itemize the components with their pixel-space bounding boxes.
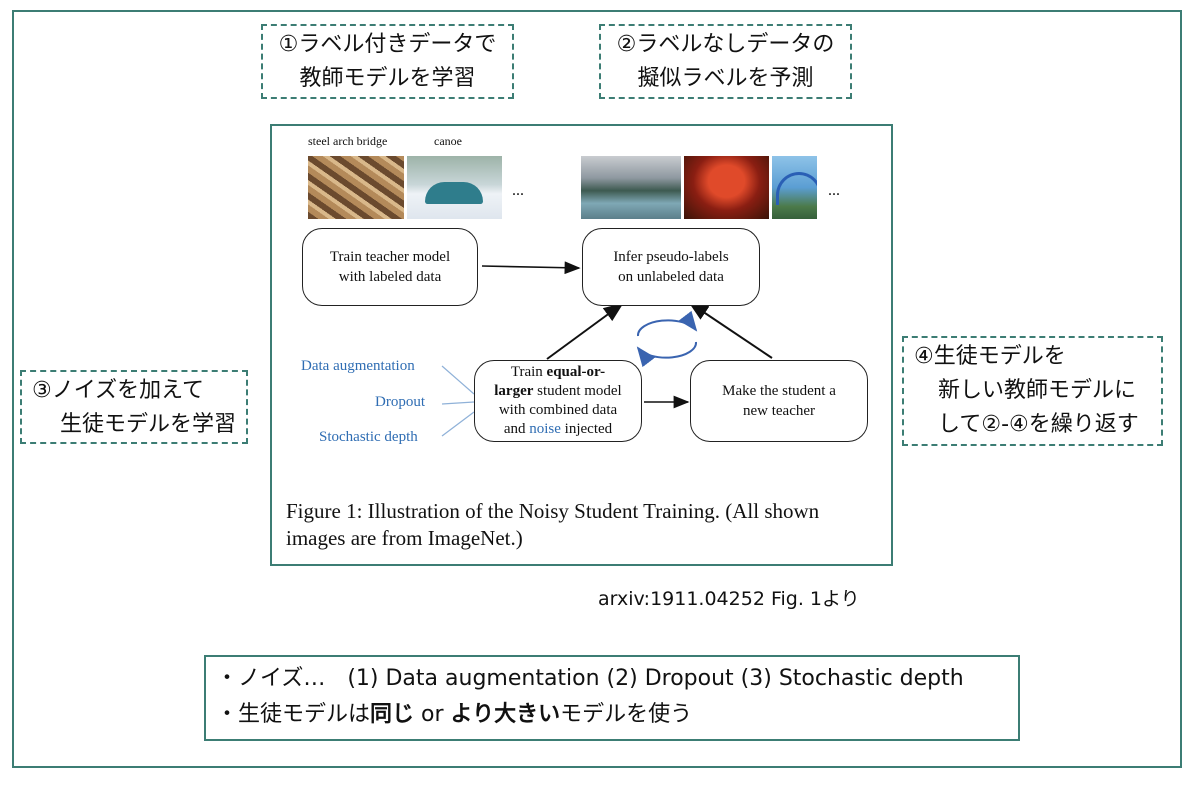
- figure-caption: Figure 1: Illustration of the Noisy Stud…: [286, 499, 820, 550]
- noise-line-augmentation: [441, 365, 475, 395]
- theater-image: [684, 156, 769, 219]
- notes-box: ・ノイズ… (1) Data augmentation (2) Dropout …: [204, 655, 1020, 741]
- infer-line2: on unlabeled data: [618, 269, 724, 285]
- step2-box: ②ラベルなしデータの 擬似ラベルを予測: [599, 24, 852, 99]
- step3-line1: ③ノイズを加えて: [32, 378, 204, 403]
- make-line1: Make the student a: [722, 383, 836, 399]
- arrow-teacher-to-infer: [481, 261, 581, 275]
- make-line2: new teacher: [742, 403, 816, 419]
- step1-line1: ①ラベル付きデータで: [278, 32, 497, 57]
- noise-label-dropout: Dropout: [375, 394, 425, 410]
- arch-bridge-blue-image: [772, 156, 817, 219]
- student-rest: student model: [533, 383, 622, 399]
- flow-arrows: [441, 261, 773, 437]
- teacher-line1: Train teacher model: [329, 249, 451, 265]
- notes-line2: ・生徒モデルは同じ or より大きいモデルを使う: [216, 697, 1008, 733]
- cycle-arrow-top: [636, 310, 698, 337]
- notes-line2-c: or: [414, 702, 451, 727]
- student-bold2: larger: [494, 383, 534, 399]
- student-injected: injected: [560, 421, 613, 437]
- noise-label-stochastic-depth: Stochastic depth: [319, 429, 418, 445]
- labeled-ellipsis: ...: [512, 182, 524, 199]
- figure-panel: steel arch bridge canoe ... ... Trai: [270, 124, 893, 566]
- student-node: Train equal-or- larger student model wit…: [474, 360, 642, 442]
- step1-box: ①ラベル付きデータで 教師モデルを学習: [261, 24, 514, 99]
- arrow-make-to-infer: [688, 301, 773, 359]
- notes-line1: ・ノイズ… (1) Data augmentation (2) Dropout …: [216, 666, 964, 691]
- step2-line1: ②ラベルなしデータの: [616, 32, 835, 57]
- step4-line1: ④生徒モデルを: [914, 344, 1066, 369]
- step3-line2: 生徒モデルを学習: [60, 412, 237, 437]
- student-noise: noise: [529, 421, 561, 437]
- cycle-arrow-bottom: [636, 341, 698, 368]
- make-teacher-node: Make the student a new teacher: [690, 360, 868, 442]
- step4-box: ④生徒モデルを 新しい教師モデルに して②-④を繰り返す: [902, 336, 1163, 446]
- step3-box: ③ノイズを加えて 生徒モデルを学習: [20, 370, 248, 444]
- student-line3: with combined data: [498, 402, 618, 418]
- student-bold1: equal-or-: [546, 364, 606, 380]
- notes-line2-b: 同じ: [370, 702, 415, 727]
- arrow-student-to-infer: [546, 302, 624, 360]
- teacher-line2: with labeled data: [338, 269, 442, 285]
- lake-mountain-image: [581, 156, 681, 219]
- student-and: and: [503, 421, 530, 437]
- image-label-canoe: canoe: [434, 134, 462, 148]
- notes-line2-e: モデルを使う: [560, 702, 693, 727]
- steel-arch-bridge-image: [308, 156, 404, 219]
- notes-line2-d: より大きい: [450, 702, 561, 727]
- unlabeled-ellipsis: ...: [828, 182, 840, 199]
- source-citation: arxiv:1911.04252 Fig. 1より: [598, 588, 860, 610]
- student-train: Train: [510, 364, 547, 380]
- notes-line2-a: ・生徒モデルは: [216, 702, 371, 727]
- canoe-image: [407, 156, 502, 219]
- noise-label-data-augmentation: Data augmentation: [301, 358, 415, 374]
- step1-line2: 教師モデルを学習: [299, 66, 476, 91]
- infer-line1: Infer pseudo-labels: [613, 249, 729, 265]
- infer-node: Infer pseudo-labels on unlabeled data: [582, 228, 760, 306]
- step4-line2: 新しい教師モデルに: [938, 378, 1137, 403]
- noise-line-dropout: [441, 401, 475, 405]
- outer-frame: [12, 10, 1182, 768]
- image-label-steel-arch-bridge: steel arch bridge: [308, 134, 388, 148]
- noise-line-stochastic: [441, 411, 475, 437]
- teacher-node: Train teacher model with labeled data: [302, 228, 478, 306]
- step4-line3: して②-④を繰り返す: [938, 412, 1139, 437]
- step2-line2: 擬似ラベルを予測: [637, 66, 814, 91]
